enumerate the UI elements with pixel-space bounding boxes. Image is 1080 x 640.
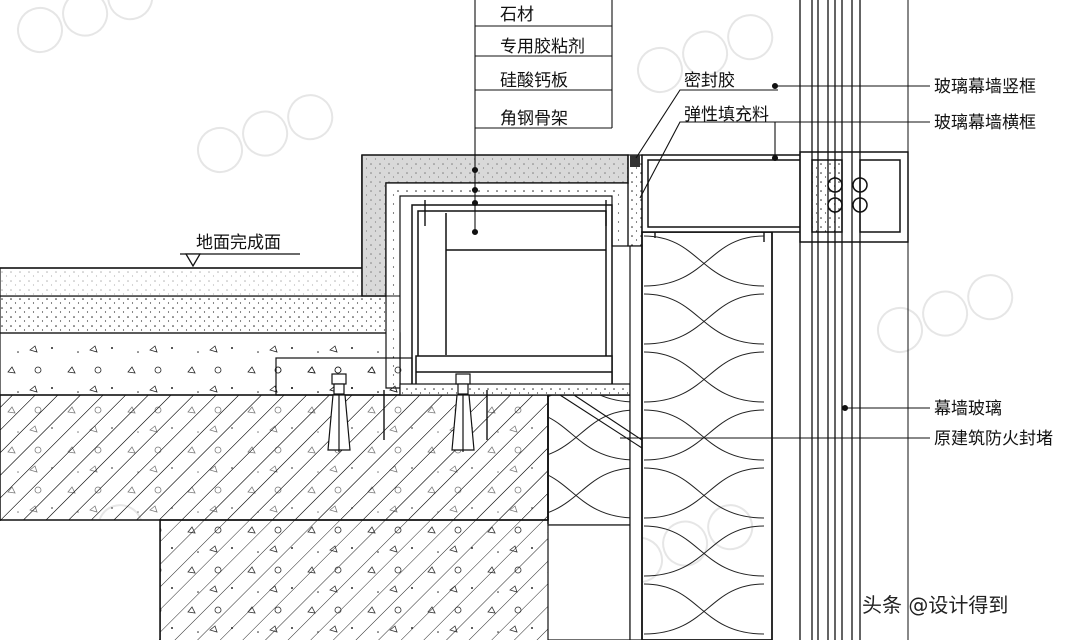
spandrel-insulation — [641, 231, 773, 640]
label-curtain-wall-transom: 玻璃幕墙横框 — [934, 113, 1036, 133]
label-sealant: 密封胶 — [684, 71, 735, 91]
label-calcium-silicate-board: 硅酸钙板 — [500, 71, 568, 91]
label-stone: 石材 — [500, 5, 534, 25]
watermark-caption: 头条 @设计得到 — [862, 593, 1008, 617]
angle-steel-frame — [411, 204, 613, 387]
label-curtain-wall-mullion: 玻璃幕墙竖框 — [934, 77, 1036, 97]
stone-cladding — [361, 154, 629, 297]
floor-build-up — [0, 155, 401, 396]
concrete-structure — [0, 394, 630, 640]
label-angle-steel-frame: 角钢骨架 — [500, 109, 568, 129]
leader-lines-right — [620, 82, 930, 439]
curtain-wall-glass — [799, 0, 909, 640]
sealant-joint — [627, 154, 643, 640]
label-curtain-wall-glass: 幕墙玻璃 — [934, 399, 1002, 419]
fire-stop-fill — [547, 394, 631, 640]
label-floor-finish: 地面完成面 — [196, 233, 281, 253]
anchor-bolt-icon — [327, 373, 475, 452]
floor-finish-marker — [180, 253, 300, 268]
leader-lines-center — [559, 89, 778, 449]
label-elastic-filler: 弹性填充料 — [684, 105, 769, 125]
leader-lines-left — [471, 0, 613, 236]
label-adhesive: 专用胶粘剂 — [500, 37, 585, 57]
annotation-labels: 石材 专用胶粘剂 硅酸钙板 角钢骨架 地面完成面 密封胶 弹性填充料 玻璃幕墙竖… — [196, 5, 1053, 449]
curtain-wall-transom — [641, 151, 909, 243]
label-original-fire-stop: 原建筑防火封堵 — [934, 429, 1053, 449]
